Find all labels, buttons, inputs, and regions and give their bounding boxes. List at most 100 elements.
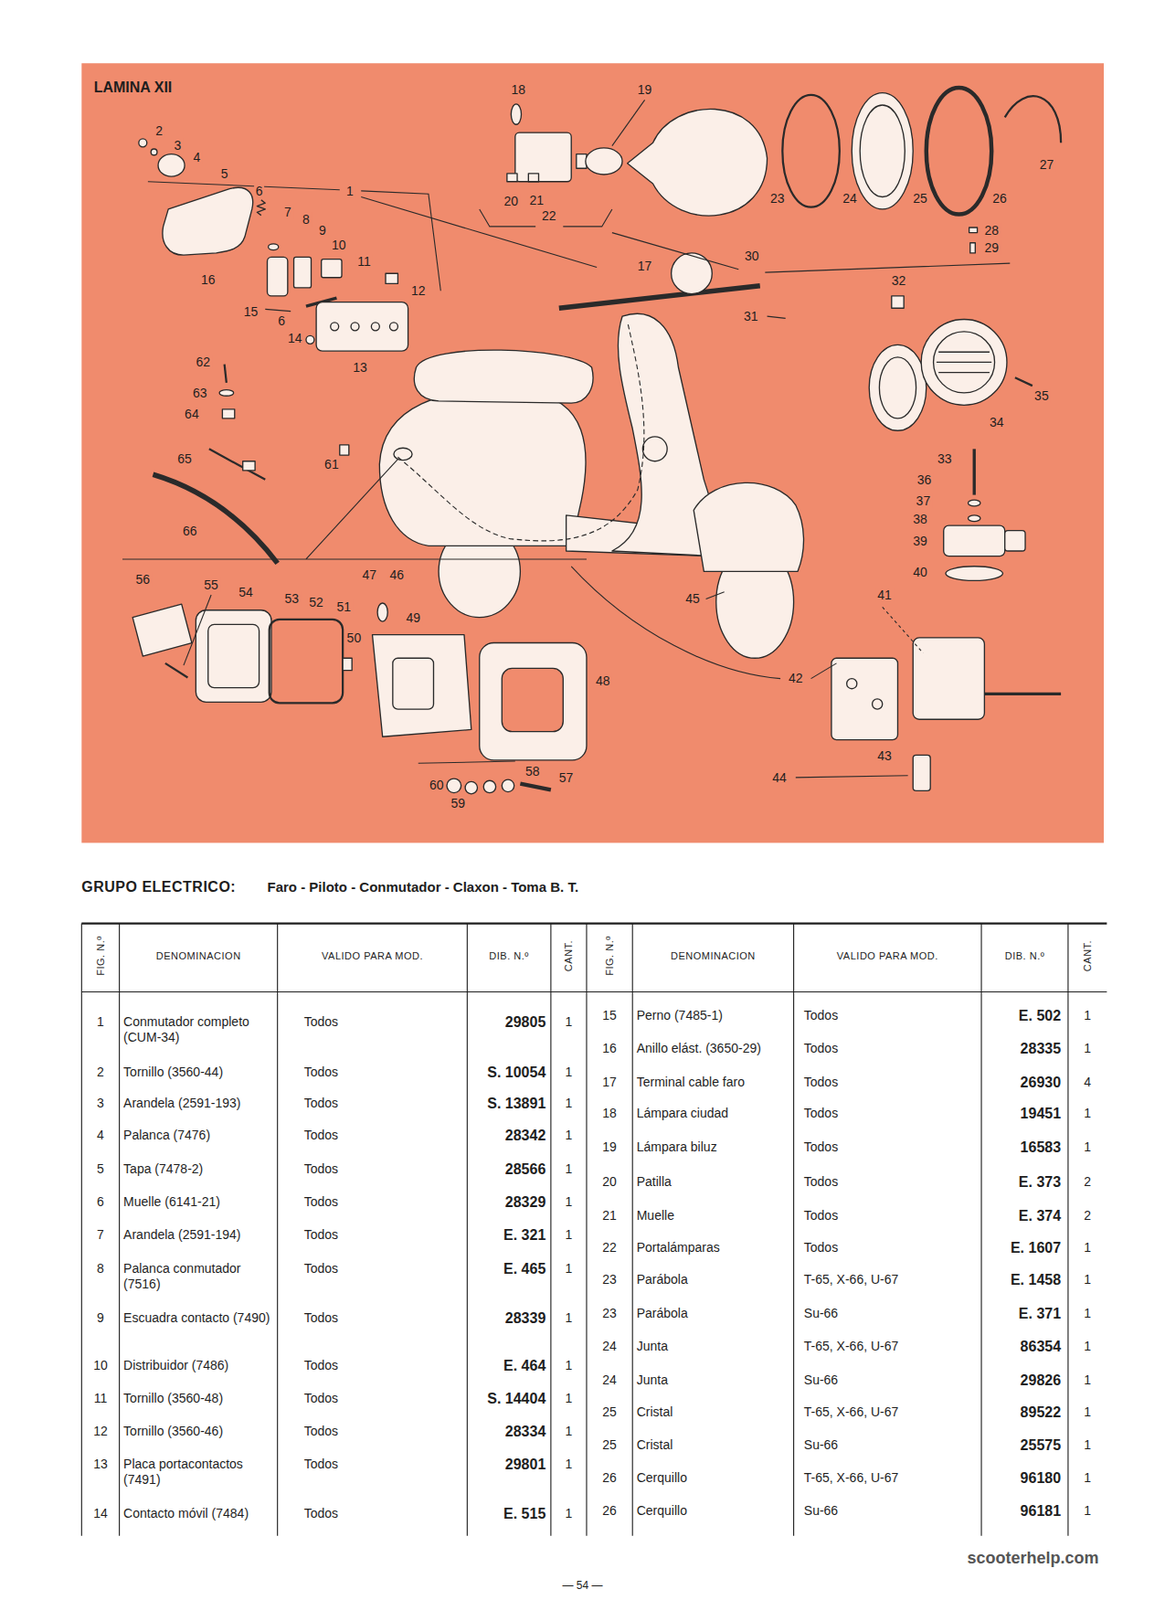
table-cell: 22 [586,1239,633,1256]
table-cell: Todos [304,1095,465,1112]
callout-number: 57 [557,770,576,785]
table-cell: Muelle [636,1207,793,1224]
callout-number: 46 [388,567,407,583]
table-cell: 1 [550,1161,587,1177]
callout-number: 1 [344,183,356,199]
table-cell: 25 [586,1404,633,1420]
callout-number: 11 [355,254,373,269]
callout-number: 25 [910,190,930,206]
callout-number: 34 [987,414,1007,430]
table-cell: Todos [804,1105,980,1122]
table-cell: 26 [586,1503,633,1519]
table-cell: Cerquillo [636,1470,793,1486]
part-number: 26930 [981,1074,1061,1091]
table-header: CANT. [562,940,574,972]
callout-number: 63 [190,385,210,401]
table-cell: 1 [550,1194,587,1210]
callout-number: 55 [201,577,221,593]
callout-number: 30 [742,248,762,264]
table-cell: Todos [304,1194,465,1210]
callout-number: 47 [360,567,379,583]
table-cell: 1 [550,1456,587,1473]
table-cell: Su-66 [804,1305,980,1322]
part-number: S. 10054 [466,1064,546,1081]
plate-title: LAMINA XII [94,79,173,96]
table-cell: 19 [586,1139,633,1155]
callout-number: 21 [528,192,547,208]
callout-number: 15 [242,304,261,319]
table-cell: Todos [304,1310,465,1326]
table-cell: Patilla [636,1174,793,1190]
callout-number: 51 [334,599,353,615]
table-cell: Todos [304,1227,465,1243]
part-number: E. 1607 [981,1239,1061,1256]
table-cell: 17 [586,1074,633,1091]
table-cell: T-65, X-66, U-67 [804,1338,980,1355]
callout-number: 12 [409,283,428,298]
callout-number: 59 [449,795,468,811]
table-cell: Su-66 [804,1437,980,1453]
table-cell: 1 [550,1357,587,1374]
table-cell: Todos [304,1064,465,1081]
table-cell: Todos [304,1423,465,1440]
part-number: E. 374 [981,1207,1061,1224]
section-subtitle: Faro - Piloto - Conmutador - Claxon - To… [267,879,580,895]
table-header: DENOMINACION [670,950,756,962]
table-cell: Todos [304,1390,465,1407]
callout-number: 41 [875,587,894,603]
table-cell: Todos [304,1260,465,1277]
table-cell: 2 [1068,1174,1107,1190]
table-cell: 5 [81,1161,119,1177]
part-number: 86354 [981,1338,1061,1355]
table-cell: Junta [636,1372,793,1388]
part-number: E. 371 [981,1305,1061,1322]
callout-number: 50 [345,630,364,646]
callout-number: 29 [982,240,1001,255]
callout-number: 36 [915,472,934,488]
callout-number: 22 [540,208,559,223]
table-cell: 14 [81,1505,119,1522]
part-number: 28329 [466,1194,546,1210]
table-cell: Todos [304,1505,465,1522]
callout-number: 19 [635,82,655,97]
table-header: DENOMINACION [156,950,242,962]
callout-number: 62 [193,354,212,370]
table-cell: 1 [550,1064,587,1081]
table-cell: 1 [1068,1271,1107,1288]
table-cell: 13 [81,1456,119,1473]
table-cell: Anillo elást. (3650-29) [636,1040,793,1057]
callout-number: 44 [770,770,789,785]
part-number: 28566 [466,1161,546,1177]
table-cell: 1 [1068,1503,1107,1519]
table-cell: 1 [1068,1437,1107,1453]
table-cell: Tornillo (3560-46) [123,1423,276,1440]
table-cell: 6 [81,1194,119,1210]
table-header: CANT. [1081,940,1093,972]
callout-number: 24 [840,190,859,206]
table-cell: Todos [804,1074,980,1091]
table-cell: 1 [1068,1239,1107,1256]
part-number: 29801 [466,1456,546,1473]
table-cell: 1 [1068,1040,1107,1057]
part-number: E. 465 [466,1260,546,1277]
table-cell: Palanca conmutador (7516) [123,1260,276,1293]
callout-number: 66 [180,523,200,539]
table-cell: 24 [586,1372,633,1388]
callout-number: 27 [1037,157,1057,172]
table-cell: 8 [81,1260,119,1277]
part-number: E. 373 [981,1174,1061,1190]
table-cell: Todos [804,1174,980,1190]
table-cell: Todos [804,1239,980,1256]
table-cell: 1 [1068,1404,1107,1420]
table-cell: Arandela (2591-193) [123,1095,276,1112]
table-cell: Palanca (7476) [123,1127,276,1144]
table-cell: 1 [550,1095,587,1112]
table-cell: Lámpara biluz [636,1139,793,1155]
part-number: 29826 [981,1372,1061,1388]
callout-number: 20 [502,193,521,209]
table-cell: Junta [636,1338,793,1355]
table-cell: Todos [304,1127,465,1144]
table-cell: 1 [550,1227,587,1243]
table-cell: Su-66 [804,1372,980,1388]
table-cell: 1 [1068,1305,1107,1322]
